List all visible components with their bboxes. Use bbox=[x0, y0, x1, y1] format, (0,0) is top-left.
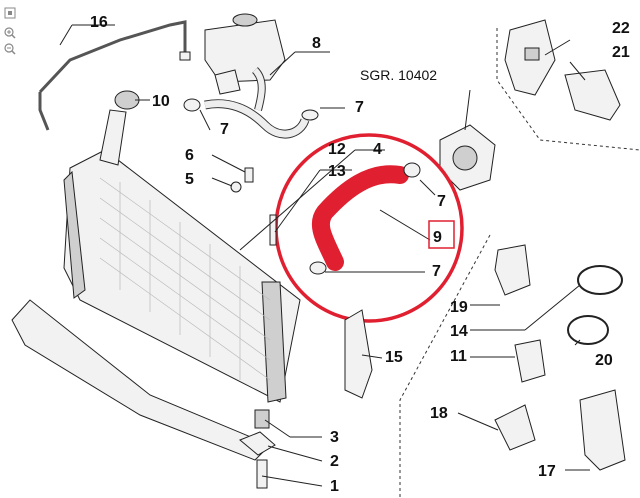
callout-12[interactable]: 12 bbox=[328, 141, 346, 158]
callout-9[interactable]: 9 bbox=[433, 229, 442, 246]
highlight-zone bbox=[274, 133, 464, 323]
callout-7c[interactable]: 7 bbox=[437, 193, 446, 210]
callout-16[interactable]: 16 bbox=[90, 14, 108, 31]
callout-4[interactable]: 4 bbox=[373, 141, 382, 158]
upper-hose-assembly[interactable] bbox=[183, 67, 319, 139]
callout-11[interactable]: 11 bbox=[450, 348, 467, 365]
bracket-15[interactable] bbox=[344, 309, 373, 399]
clip-19[interactable] bbox=[494, 244, 531, 296]
bracket-22[interactable] bbox=[504, 19, 556, 96]
bolt-1[interactable] bbox=[256, 459, 268, 489]
callout-1[interactable]: 1 bbox=[330, 478, 339, 495]
hose-9[interactable] bbox=[309, 162, 421, 275]
callout-3[interactable]: 3 bbox=[330, 429, 339, 446]
support-18[interactable] bbox=[494, 404, 536, 451]
callout-7a[interactable]: 7 bbox=[220, 121, 229, 138]
clamp-20[interactable] bbox=[567, 315, 609, 345]
callout-14[interactable]: 14 bbox=[450, 323, 468, 340]
callouts: 16 8 10 7 7 6 5 12 13 4 7 9 7 22 21 19 1… bbox=[90, 14, 630, 495]
callout-6[interactable]: 6 bbox=[185, 147, 194, 164]
clamp-14[interactable] bbox=[577, 265, 623, 295]
support-17[interactable] bbox=[579, 389, 626, 471]
callout-7d[interactable]: 7 bbox=[432, 263, 441, 280]
zoom-fit-icon[interactable] bbox=[4, 6, 16, 19]
callout-20[interactable]: 20 bbox=[595, 352, 613, 369]
callout-13[interactable]: 13 bbox=[328, 163, 346, 180]
bushing-3[interactable] bbox=[254, 409, 270, 429]
callout-2[interactable]: 2 bbox=[330, 453, 339, 470]
callout-9-box bbox=[428, 220, 455, 249]
pipe-16[interactable] bbox=[38, 20, 191, 131]
leader-lines bbox=[59, 24, 590, 487]
bolt-6[interactable] bbox=[244, 167, 254, 183]
callout-18[interactable]: 18 bbox=[430, 405, 448, 422]
callout-5[interactable]: 5 bbox=[185, 171, 194, 188]
clip-11[interactable] bbox=[514, 339, 546, 383]
thermostat-housing[interactable] bbox=[439, 124, 496, 191]
callout-22[interactable]: 22 bbox=[612, 20, 630, 37]
reference-label[interactable]: SGR. 10402 bbox=[360, 67, 437, 83]
bracket-21[interactable] bbox=[564, 69, 621, 121]
callout-8[interactable]: 8 bbox=[312, 35, 321, 52]
callout-7b[interactable]: 7 bbox=[355, 99, 364, 116]
callout-10[interactable]: 10 bbox=[152, 93, 170, 110]
zoom-out-icon[interactable] bbox=[4, 42, 16, 55]
callout-17[interactable]: 17 bbox=[538, 463, 556, 480]
support-2[interactable] bbox=[239, 431, 276, 456]
zoom-in-icon[interactable] bbox=[4, 26, 16, 39]
expansion-tank[interactable] bbox=[204, 13, 286, 95]
radiator[interactable] bbox=[63, 109, 301, 403]
callout-15[interactable]: 15 bbox=[385, 349, 403, 366]
callout-19[interactable]: 19 bbox=[450, 299, 468, 316]
washer-5[interactable] bbox=[230, 181, 242, 193]
callout-21[interactable]: 21 bbox=[612, 44, 630, 61]
